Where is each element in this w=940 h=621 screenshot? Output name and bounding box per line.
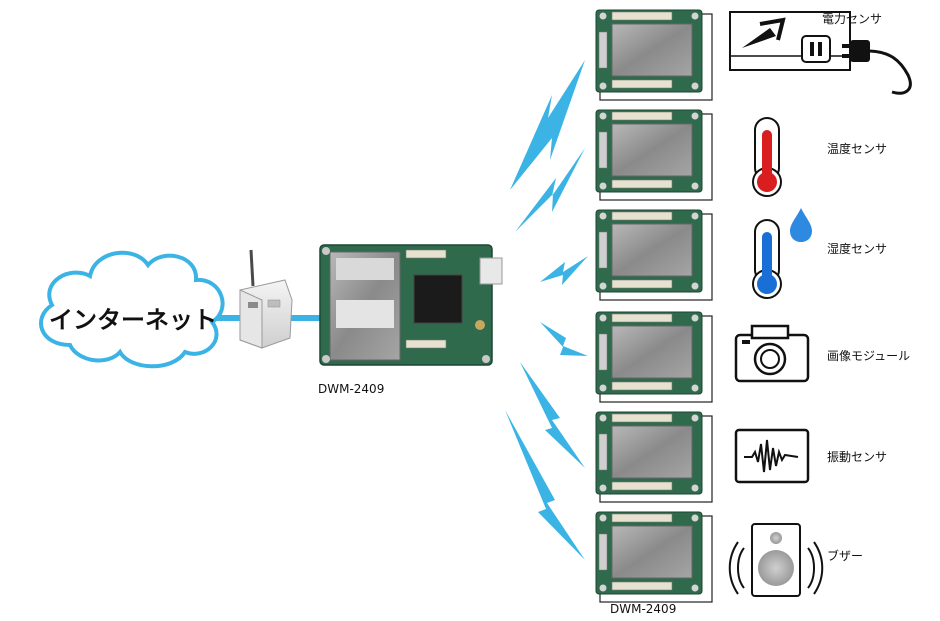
node-module	[595, 511, 713, 603]
sensor-label-buzzer: ブザー	[827, 549, 864, 563]
node-module	[595, 411, 713, 503]
node-module	[595, 9, 713, 101]
waveform-icon	[734, 428, 810, 484]
wireless-bolt-2	[515, 148, 585, 232]
sensor-label-image: 画像モジュール	[827, 349, 911, 363]
node-module	[595, 209, 713, 301]
sensor-label-power: 電力センサ	[822, 12, 883, 26]
wireless-bolt-5	[520, 362, 585, 468]
sensor-label-temperature: 温度センサ	[827, 142, 888, 156]
sensor-label-humidity: 湿度センサ	[827, 242, 888, 256]
thermometer-blue-drop-icon	[752, 208, 812, 299]
node-module	[595, 311, 713, 403]
node-module	[595, 109, 713, 201]
gateway-device	[239, 249, 293, 349]
wireless-bolt-4	[540, 322, 588, 356]
wireless-bolt-3	[540, 256, 588, 285]
wireless-bolt-6	[505, 410, 585, 560]
speaker-icon	[728, 523, 824, 597]
wireless-bolt-1	[510, 60, 585, 190]
internet-cloud	[39, 250, 225, 369]
central-module	[319, 244, 503, 366]
camera-icon	[734, 324, 810, 383]
gateway-model-label: DWM-2409	[318, 382, 385, 396]
nodes-model-label: DWM-2409	[610, 602, 677, 616]
cloud-label: インターネット	[49, 306, 217, 334]
thermometer-red-icon	[752, 117, 782, 197]
wireless-links	[505, 60, 588, 560]
power-meter-icon	[729, 11, 912, 95]
sensor-label-vibration: 振動センサ	[827, 450, 888, 464]
node-modules	[595, 9, 713, 603]
